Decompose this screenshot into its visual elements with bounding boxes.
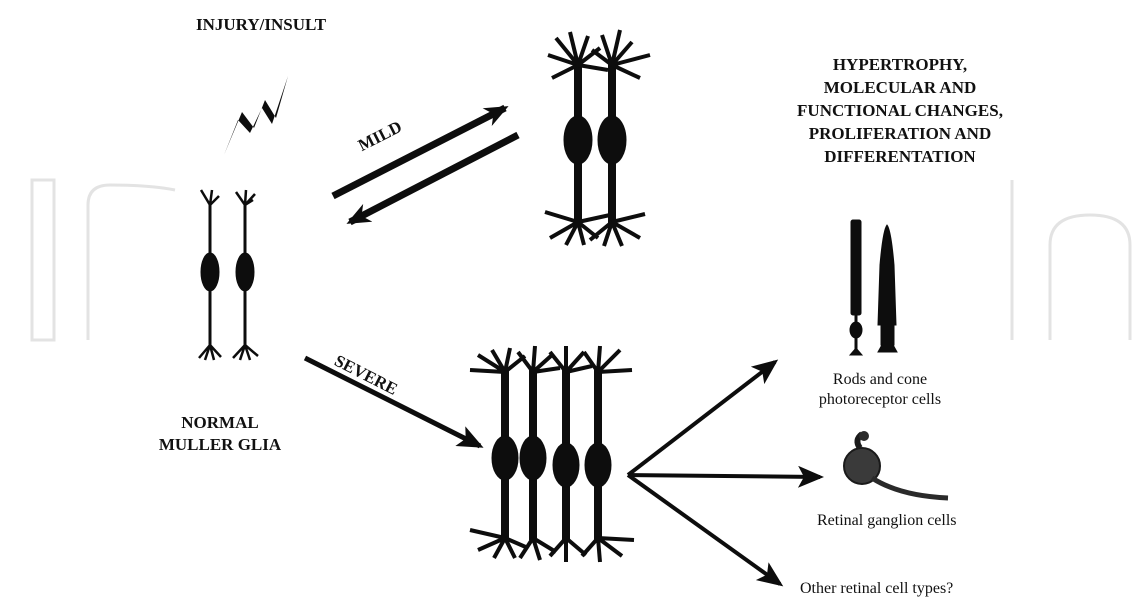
hypertrophy-line-4: PROLIFERATION AND	[775, 122, 1025, 145]
differentiation-arrows	[628, 362, 820, 584]
other-cell-types-label: Other retinal cell types?	[800, 580, 953, 598]
hypertrophy-line-1: HYPERTROPHY,	[775, 53, 1025, 76]
rod-and-cone-cells	[850, 220, 897, 355]
retinal-ganglion-cell	[844, 431, 948, 498]
hypertrophy-line-3: FUNCTIONAL CHANGES,	[775, 99, 1025, 122]
rods-line-1: Rods and cone	[795, 370, 965, 390]
lightning-bolt-icon	[224, 76, 288, 155]
arrow-icon	[628, 475, 780, 584]
arrow-icon	[628, 362, 775, 475]
arrow-icon	[628, 475, 820, 477]
rod-cell	[850, 220, 862, 355]
cone-cell	[878, 225, 897, 352]
mild-arrows	[333, 108, 518, 222]
normal-line: NORMAL	[150, 412, 290, 434]
proliferated-glia-cells	[470, 346, 634, 562]
normal-muller-glia-label: NORMAL MULLER GLIA	[150, 412, 290, 456]
normal-cell-left	[199, 190, 221, 360]
hypertrophy-line-5: DIFFERENTATION	[775, 145, 1025, 168]
hypertrophy-label: HYPERTROPHY, MOLECULAR AND FUNCTIONAL CH…	[775, 53, 1025, 168]
proliferated-cell-4	[582, 346, 634, 562]
rods-cones-label: Rods and cone photoreceptor cells	[795, 370, 965, 410]
muller-glia-line: MULLER GLIA	[150, 434, 290, 456]
proliferated-cell-2	[518, 346, 560, 560]
rods-line-2: photoreceptor cells	[795, 390, 965, 410]
hypertrophic-glia-cells	[545, 30, 650, 246]
hypertrophic-cell-right	[590, 30, 650, 246]
hypertrophy-line-2: MOLECULAR AND	[775, 76, 1025, 99]
arrow-icon	[305, 358, 480, 446]
proliferated-cell-1	[470, 348, 528, 558]
retinal-ganglion-label: Retinal ganglion cells	[817, 512, 957, 530]
injury-insult-label: INJURY/INSULT	[196, 15, 326, 35]
normal-cell-right	[233, 190, 258, 360]
proliferated-cell-3	[550, 346, 592, 562]
normal-muller-glia-cells	[199, 190, 258, 360]
